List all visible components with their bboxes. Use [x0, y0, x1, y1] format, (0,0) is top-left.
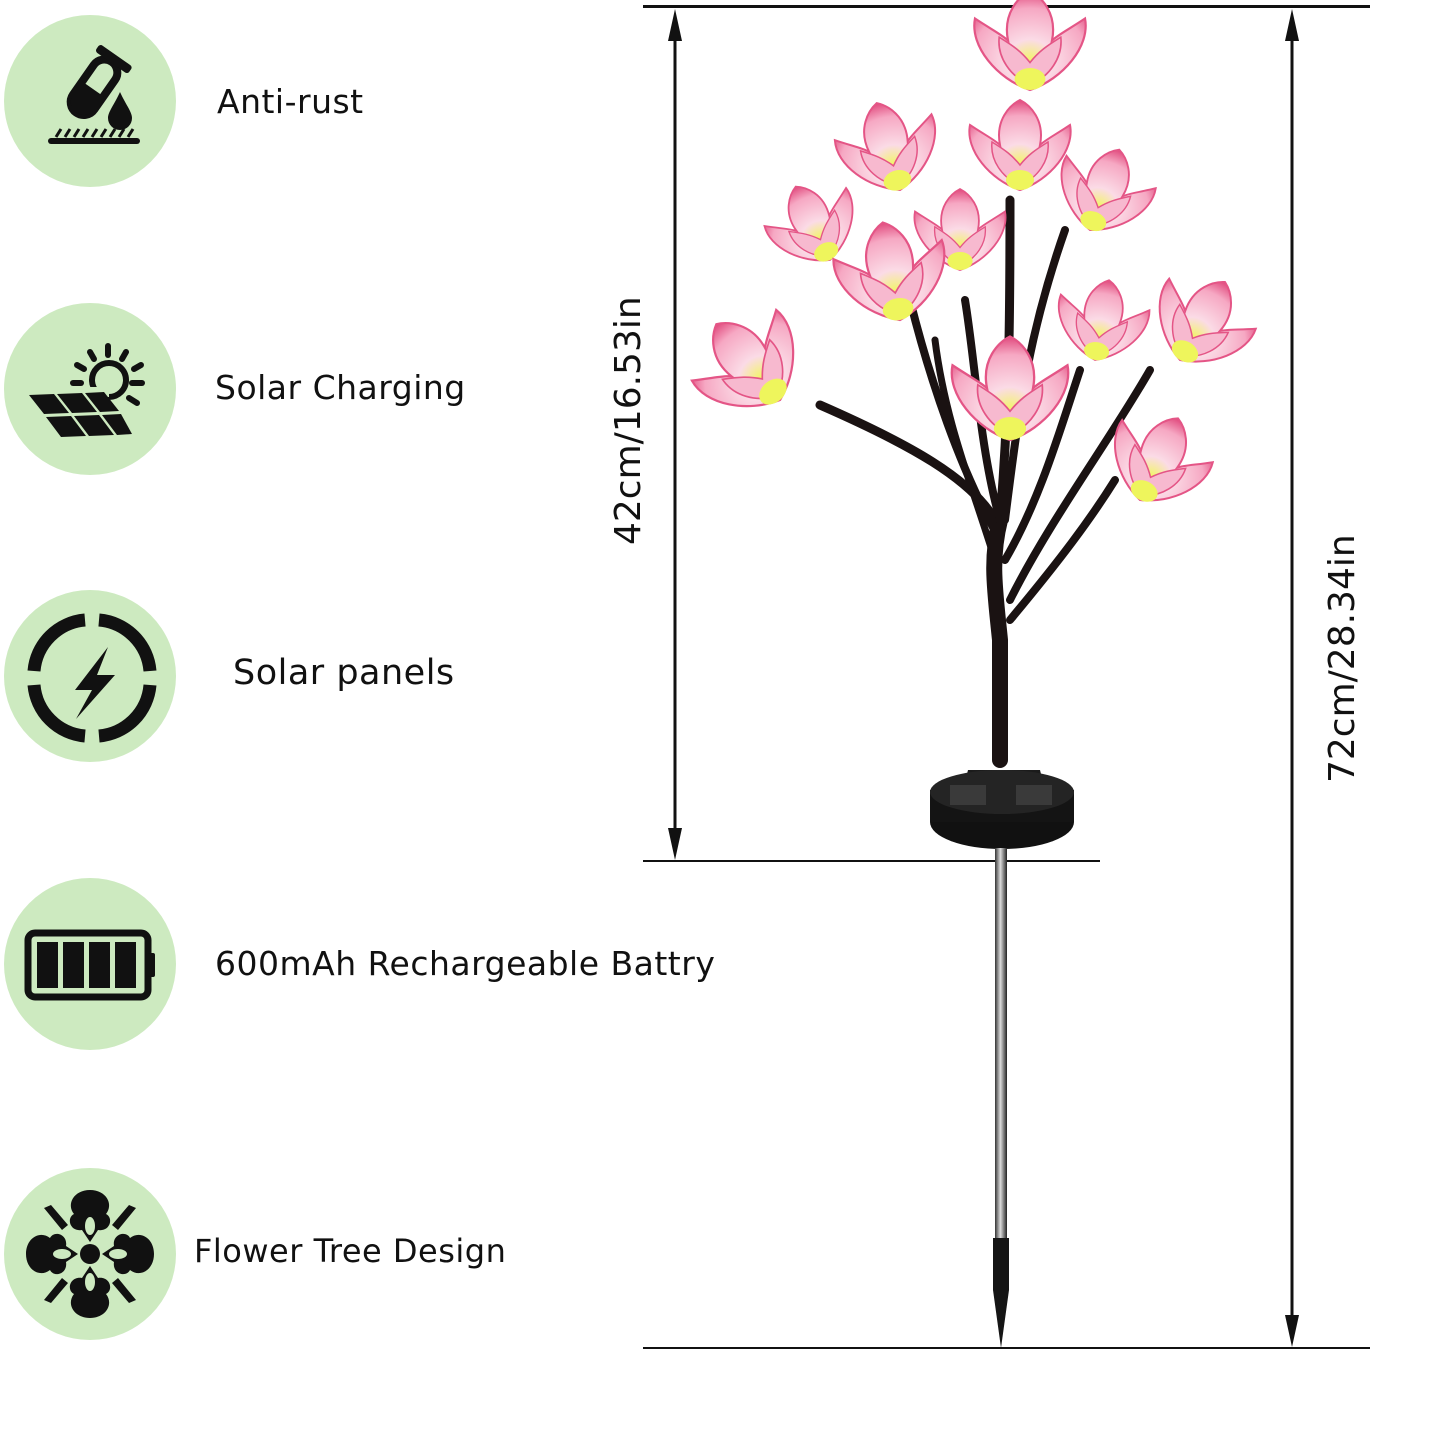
feature-label: Solar Charging — [215, 368, 466, 407]
feature-label: Anti-rust — [217, 82, 364, 121]
feature-label: Flower Tree Design — [194, 1232, 507, 1270]
dimension-label-above-ground: 42cm/16.53in — [608, 296, 649, 545]
battery-full-icon — [24, 929, 155, 1001]
badge — [4, 15, 176, 187]
flower-tree-solar-light — [690, 0, 1270, 1348]
feature-solar-panels: Solar panels — [0, 590, 760, 770]
feature-battery: 600mAh Rechargeable Battry — [0, 878, 760, 1058]
feature-flower-tree-design: Flower Tree Design — [0, 1166, 760, 1346]
feature-anti-rust: Anti-rust — [0, 12, 760, 192]
top-reference-line — [643, 5, 1370, 8]
badge — [4, 590, 176, 762]
dimension-arrow-total-height — [1285, 9, 1299, 1347]
ground-reference-line — [643, 860, 1100, 862]
flower-ornament-icon — [26, 1190, 154, 1318]
dimension-label-total-height: 72cm/28.34in — [1322, 534, 1363, 783]
solar-panel-sun-icon — [29, 343, 145, 437]
lightning-ring-icon — [27, 613, 157, 743]
badge — [4, 1168, 176, 1340]
badge — [4, 878, 176, 1050]
dimension-arrow-above-ground — [668, 9, 682, 860]
feature-label: Solar panels — [233, 653, 455, 693]
feature-label: 600mAh Rechargeable Battry — [215, 944, 716, 983]
feature-solar-charging: Solar Charging — [0, 300, 760, 480]
badge — [4, 303, 176, 475]
test-tube-drop-icon — [48, 45, 140, 144]
bottom-reference-line — [643, 1347, 1370, 1349]
